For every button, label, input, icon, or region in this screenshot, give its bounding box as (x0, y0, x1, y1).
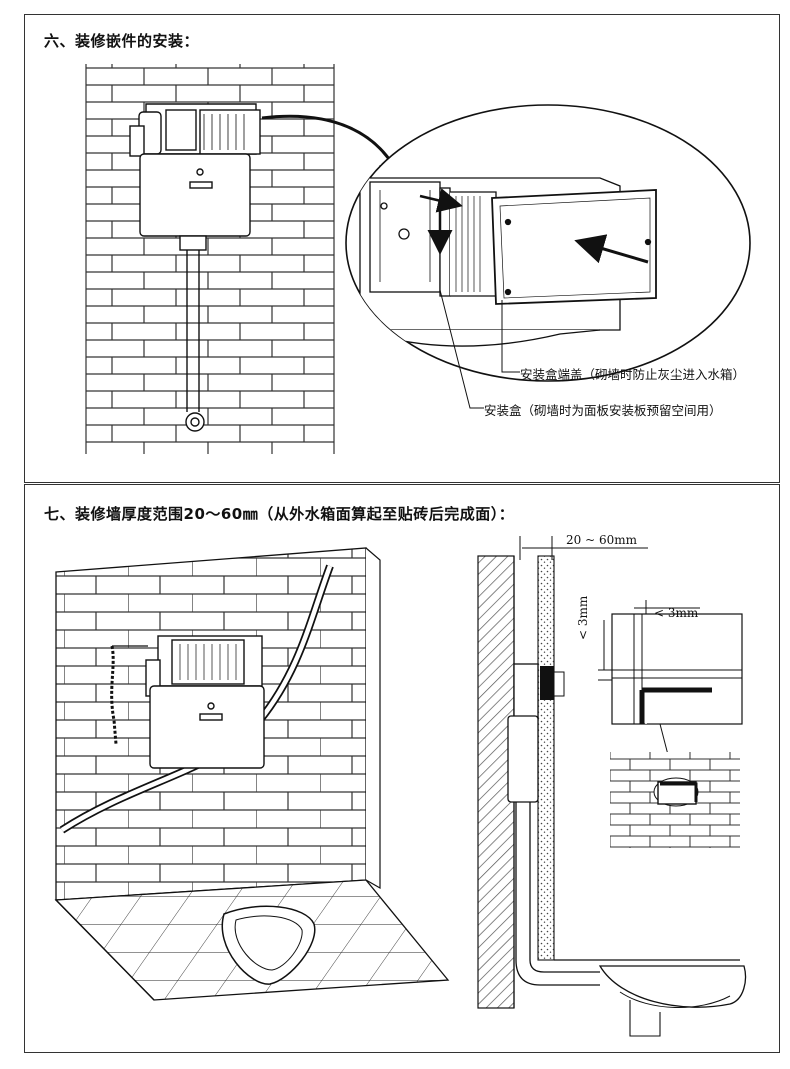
callout-cover-label: 安装盒端盖（砌墙时防止灰尘进入水箱） (520, 367, 746, 382)
section-7-panel (24, 484, 780, 1053)
leader-cover (501, 300, 520, 373)
dim-wall-thickness: 20 ~ 60mm (566, 533, 637, 547)
concealed-cistern-6 (129, 103, 261, 432)
dim-gap-vertical: < 3mm (576, 595, 590, 640)
callout-box-label: 安装盒（砌墙时为面板安装板预留空间用） (484, 403, 722, 418)
section-7-title: 七、装修墙厚度范围20～60㎜（从外水箱面算起至贴砖后完成面）： (44, 505, 515, 523)
leader-box (439, 289, 484, 409)
zoom-detail-circle (345, 104, 751, 382)
section-6-panel (24, 14, 780, 483)
section-6-title: 六、装修嵌件的安装： (44, 32, 200, 50)
dim-gap-horizontal: < 3mm (654, 606, 699, 620)
wall-cross-section (477, 536, 747, 1037)
panel-gap-detail (598, 600, 743, 848)
concealed-cistern-7 (110, 635, 265, 769)
